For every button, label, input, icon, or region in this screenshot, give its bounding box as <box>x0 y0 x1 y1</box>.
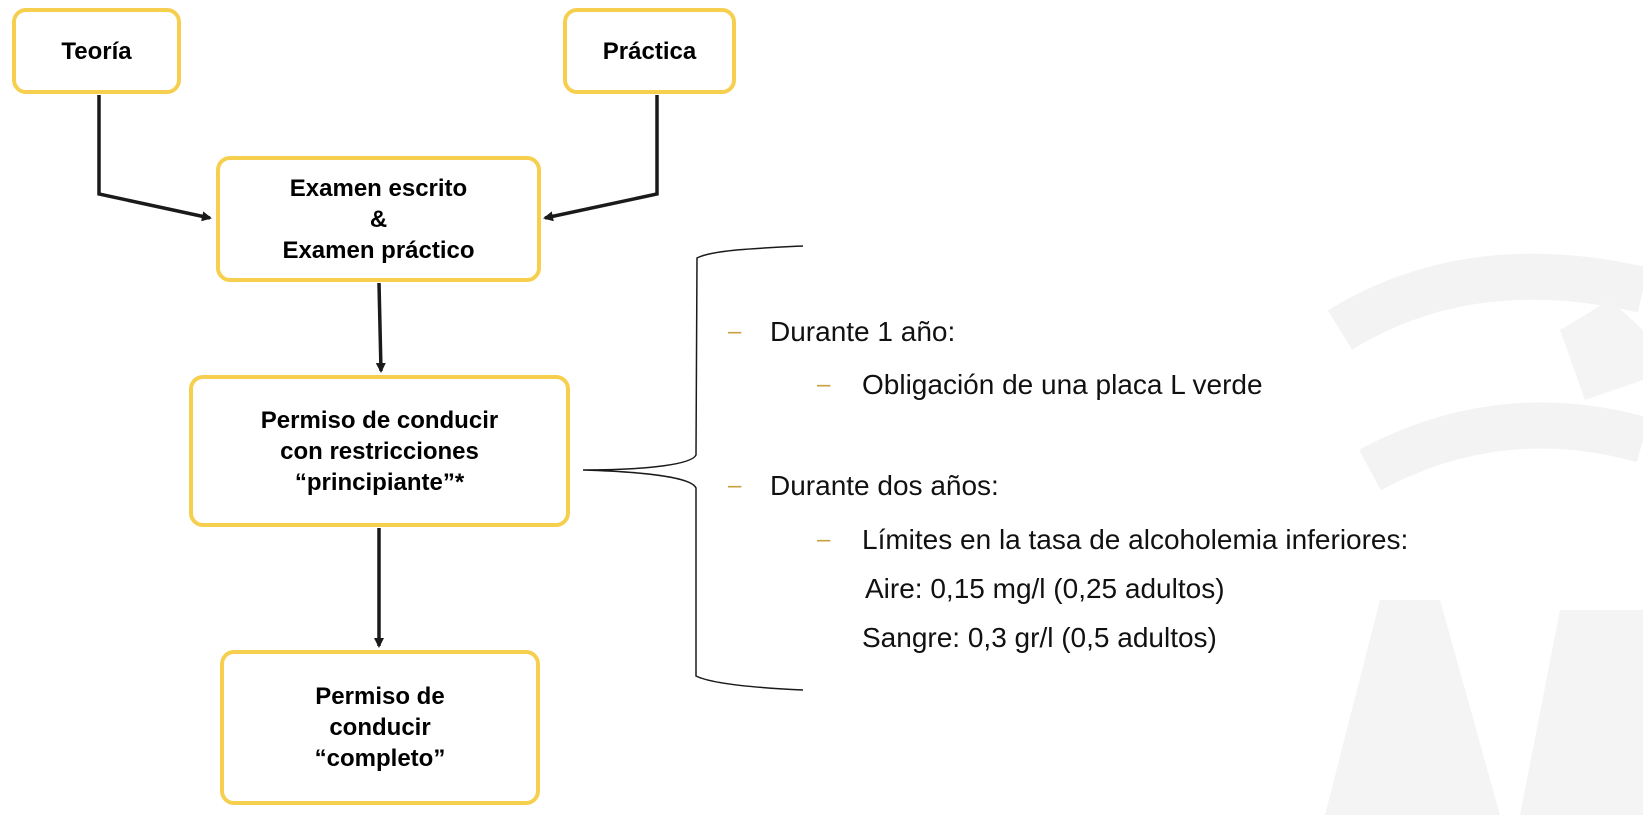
bullet-dash: – <box>817 526 831 553</box>
node-teoria-label: Teoría <box>61 37 132 65</box>
list-item-level-3: Sangre: 0,3 gr/l (0,5 adultos) <box>862 622 1217 653</box>
node-permiso-completo-label: Permiso de conducir “completo” <box>314 683 446 772</box>
curly-brace <box>582 245 804 691</box>
node-practica-label: Práctica <box>602 37 697 65</box>
node-permiso-restricciones: Permiso de conducir con restricciones “p… <box>189 375 570 527</box>
arrow-teoria-to-examen <box>97 95 212 222</box>
node-examen-label: Examen escrito & Examen práctico <box>282 174 475 264</box>
list-item-level-1: Durante dos años: <box>770 470 999 501</box>
bullet-dash: – <box>728 472 742 499</box>
node-practica: Práctica <box>563 8 736 94</box>
arrow-practica-to-examen <box>543 95 659 222</box>
node-teoria: Teoría <box>12 8 181 94</box>
list-item-level-1: Durante 1 año: <box>770 316 956 347</box>
node-permiso-restricciones-label: Permiso de conducir con restricciones “p… <box>260 406 499 496</box>
bullet-dash: – <box>728 318 742 345</box>
arrow-examen-to-permiso <box>375 282 386 373</box>
node-permiso-completo: Permiso de conducir “completo” <box>220 650 540 805</box>
node-examen: Examen escrito & Examen práctico <box>216 156 541 282</box>
list-item-level-2: Límites en la tasa de alcoholemia inferi… <box>862 524 1409 555</box>
list-item-level-3: Aire: 0,15 mg/l (0,25 adultos) <box>865 573 1225 604</box>
list-item-level-2: Obligación de una placa L verde <box>862 369 1263 400</box>
bullet-dash: – <box>817 371 831 398</box>
